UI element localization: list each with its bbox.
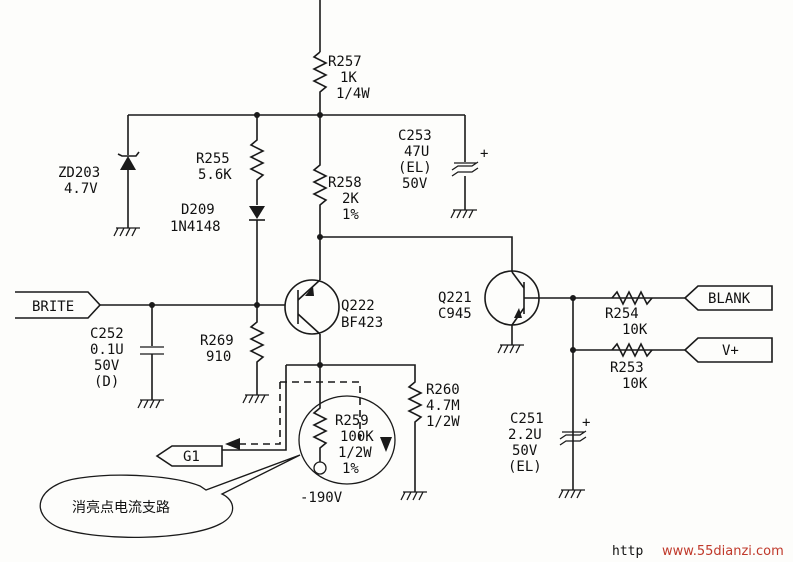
q221-base-wire xyxy=(320,236,513,272)
r258-ref: R258 xyxy=(328,175,362,191)
r257-value: 1K xyxy=(340,70,357,86)
r257-ref: R257 xyxy=(328,54,362,70)
q221-emitter-arrow xyxy=(514,308,522,318)
neg-supply-terminal xyxy=(313,461,327,475)
ground-symbol xyxy=(242,394,269,404)
g1-wire xyxy=(222,365,287,451)
ground-symbol xyxy=(450,209,477,219)
vplus-label: V+ xyxy=(722,343,739,359)
zd203-zener-bar xyxy=(117,151,140,157)
q222-leads xyxy=(297,279,321,335)
c251-ref: C251 xyxy=(510,411,544,427)
brite-connector[interactable] xyxy=(15,291,102,319)
r259-resistor xyxy=(312,365,328,462)
c252-type: (D) xyxy=(94,374,119,390)
c252-value: 0.1U xyxy=(90,342,124,358)
c253-capacitor xyxy=(451,161,479,177)
c251-type: (EL) xyxy=(508,459,542,475)
r260-value: 4.7M xyxy=(426,398,460,414)
r258-value: 2K xyxy=(342,191,359,207)
q221-part: C945 xyxy=(438,306,472,322)
c251-value: 2.2U xyxy=(508,427,542,443)
ground-symbol xyxy=(113,227,140,237)
blank-connector[interactable] xyxy=(683,285,773,311)
discharge-arrow xyxy=(225,438,240,450)
q222-emitter-arrow xyxy=(305,286,314,296)
r255-ref: R255 xyxy=(196,151,230,167)
brite-label: BRITE xyxy=(32,299,74,315)
vplus-connector[interactable] xyxy=(683,337,773,363)
callout-text: 消亮点电流支路 xyxy=(72,499,170,516)
zd203-value: 4.7V xyxy=(64,181,98,197)
q222-transistor xyxy=(284,279,340,335)
r260-ref: R260 xyxy=(426,382,460,398)
ground-symbol xyxy=(558,489,585,499)
r259-tol: 1% xyxy=(342,461,359,477)
watermark-site: www.55dianzi.com xyxy=(662,544,784,559)
neg-supply-label: -190V xyxy=(300,490,343,506)
g1-connector[interactable] xyxy=(155,445,223,467)
c252-volt: 50V xyxy=(94,358,120,374)
q222-ref: Q222 xyxy=(341,298,375,314)
d209-ref: D209 xyxy=(181,202,215,218)
zd203-ref: ZD203 xyxy=(58,165,100,181)
highlight-ellipse xyxy=(298,395,396,485)
c252-ref: C252 xyxy=(90,326,124,342)
q222-part: BF423 xyxy=(341,315,383,331)
r257-resistor xyxy=(312,51,328,115)
ground-symbol xyxy=(400,491,427,501)
c252-capacitor xyxy=(140,346,164,355)
c253-volt: 50V xyxy=(402,176,428,192)
r257-rating: 1/4W xyxy=(336,86,370,102)
c251-volt: 50V xyxy=(512,443,538,459)
c251-plus: + xyxy=(582,415,590,431)
c251-capacitor xyxy=(559,430,587,446)
c253-ref: C253 xyxy=(398,128,432,144)
r255-value: 5.6K xyxy=(198,167,232,183)
ground-symbol xyxy=(497,344,524,354)
r260-rating: 1/2W xyxy=(426,414,460,430)
r253-value: 10K xyxy=(622,376,648,392)
discharge-arrow-down xyxy=(380,437,392,452)
r254-resistor xyxy=(611,290,653,306)
zd203-zener-symbol xyxy=(120,156,136,170)
c253-plus: + xyxy=(480,146,488,162)
d209-part: 1N4148 xyxy=(170,219,221,235)
c253-value: 47U xyxy=(404,144,429,160)
r254-value: 10K xyxy=(622,322,648,338)
d209-diode-symbol xyxy=(249,206,265,219)
watermark-prefix: http xyxy=(612,544,643,559)
r269-value: 910 xyxy=(206,349,231,365)
r269-resistor xyxy=(249,305,265,395)
r269-ref: R269 xyxy=(200,333,234,349)
r255-resistor xyxy=(249,115,265,205)
ground-symbol xyxy=(137,399,164,409)
g1-label: G1 xyxy=(183,449,200,465)
r253-resistor xyxy=(611,342,653,358)
r258-resistor xyxy=(312,115,328,280)
callout-bubble xyxy=(39,454,301,539)
q221-ref: Q221 xyxy=(438,290,472,306)
r259-ref: R259 xyxy=(335,413,369,429)
r259-rating: 1/2W xyxy=(338,445,372,461)
c253-type: (EL) xyxy=(398,160,432,176)
r259-value: 100K xyxy=(340,429,374,445)
r254-ref: R254 xyxy=(605,306,639,322)
blank-label: BLANK xyxy=(708,291,751,307)
r258-tol: 1% xyxy=(342,207,359,223)
r260-resistor xyxy=(286,364,423,492)
r253-ref: R253 xyxy=(610,360,644,376)
discharge-path-dashed xyxy=(238,381,361,445)
